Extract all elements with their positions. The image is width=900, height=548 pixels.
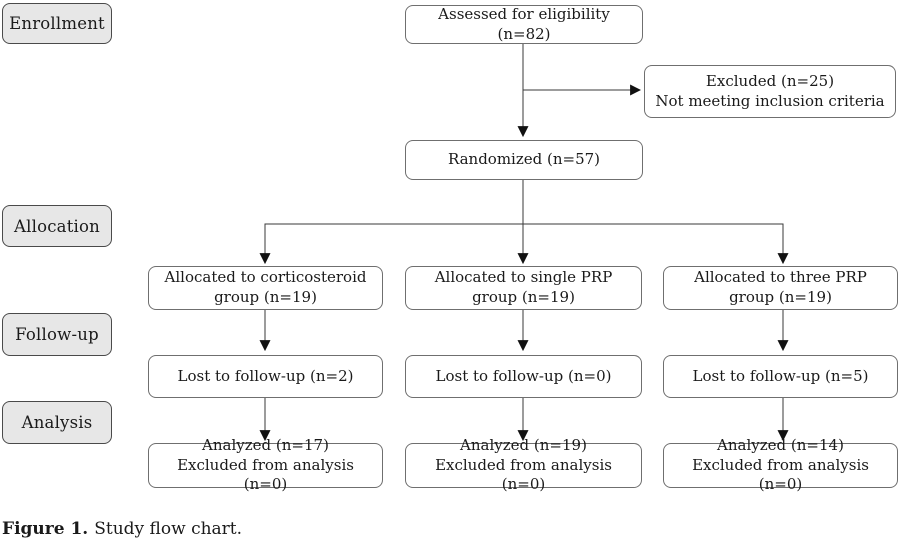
stage-label-followup: Follow-up xyxy=(2,313,112,356)
box-allocated-corticosteroid: Allocated to corticosteroid group (n=19) xyxy=(148,266,383,310)
figure-caption: Figure 1.Study flow chart. xyxy=(2,519,242,539)
box-text-line1: Excluded (n=25) xyxy=(705,71,835,90)
stage-label-text: Allocation xyxy=(14,216,100,236)
box-text-line1: Analyzed (n=19) xyxy=(460,435,587,454)
box-text-line2: Excluded from analysis (n=0) xyxy=(177,455,354,494)
box-allocated-single-prp: Allocated to single PRP group (n=19) xyxy=(405,266,642,310)
stage-label-text: Analysis xyxy=(21,413,93,432)
box-allocated-three-prp: Allocated to three PRP group (n=19) xyxy=(663,266,898,310)
figure-caption-text: Study flow chart. xyxy=(94,519,243,539)
box-text-line2: Excluded from analysis (n=0) xyxy=(692,455,869,494)
stage-label-text: Enrollment xyxy=(9,14,105,33)
box-analyzed-single-prp: Analyzed (n=19) Excluded from analysis (… xyxy=(405,436,642,493)
box-lost-followup-corticosteroid: Lost to follow-up (n=2) xyxy=(148,355,383,398)
box-text-line2: Excluded from analysis (n=0) xyxy=(435,455,612,494)
box-text-line2: Not meeting inclusion criteria xyxy=(655,91,885,110)
box-text: Lost to follow-up (n=2) xyxy=(177,366,354,385)
box-text: Lost to follow-up (n=5) xyxy=(692,366,869,385)
box-text: Assessed for eligibility (n=82) xyxy=(438,4,610,43)
box-lost-followup-single-prp: Lost to follow-up (n=0) xyxy=(405,355,642,398)
box-analyzed-three-prp: Analyzed (n=14) Excluded from analysis (… xyxy=(663,436,898,493)
stage-label-text: Follow-up xyxy=(15,325,99,344)
box-text: Randomized (n=57) xyxy=(447,150,601,169)
box-text-line2: group (n=19) xyxy=(472,288,575,306)
box-analyzed-corticosteroid: Analyzed (n=17) Excluded from analysis (… xyxy=(148,436,383,493)
box-excluded: Excluded (n=25) Not meeting inclusion cr… xyxy=(644,65,896,118)
box-text-line1: Analyzed (n=14) xyxy=(717,435,844,454)
stage-label-enrollment: Enrollment xyxy=(2,3,112,44)
box-randomized: Randomized (n=57) xyxy=(405,140,643,180)
box-assessed-eligibility: Assessed for eligibility (n=82) xyxy=(405,5,643,44)
box-text-line2: group (n=19) xyxy=(214,288,317,306)
box-text: Lost to follow-up (n=0) xyxy=(435,366,612,385)
box-lost-followup-three-prp: Lost to follow-up (n=5) xyxy=(663,355,898,398)
figure-caption-label: Figure 1. xyxy=(2,519,89,539)
box-text-line2: group (n=19) xyxy=(729,288,832,306)
stage-label-analysis: Analysis xyxy=(2,401,112,444)
box-text-line1: Allocated to single PRP xyxy=(434,268,613,287)
stage-label-allocation: Allocation xyxy=(2,205,112,247)
box-text-line1: Allocated to corticosteroid xyxy=(164,268,367,287)
box-text-line1: Analyzed (n=17) xyxy=(202,435,329,454)
box-text-line1: Allocated to three PRP xyxy=(694,268,867,287)
